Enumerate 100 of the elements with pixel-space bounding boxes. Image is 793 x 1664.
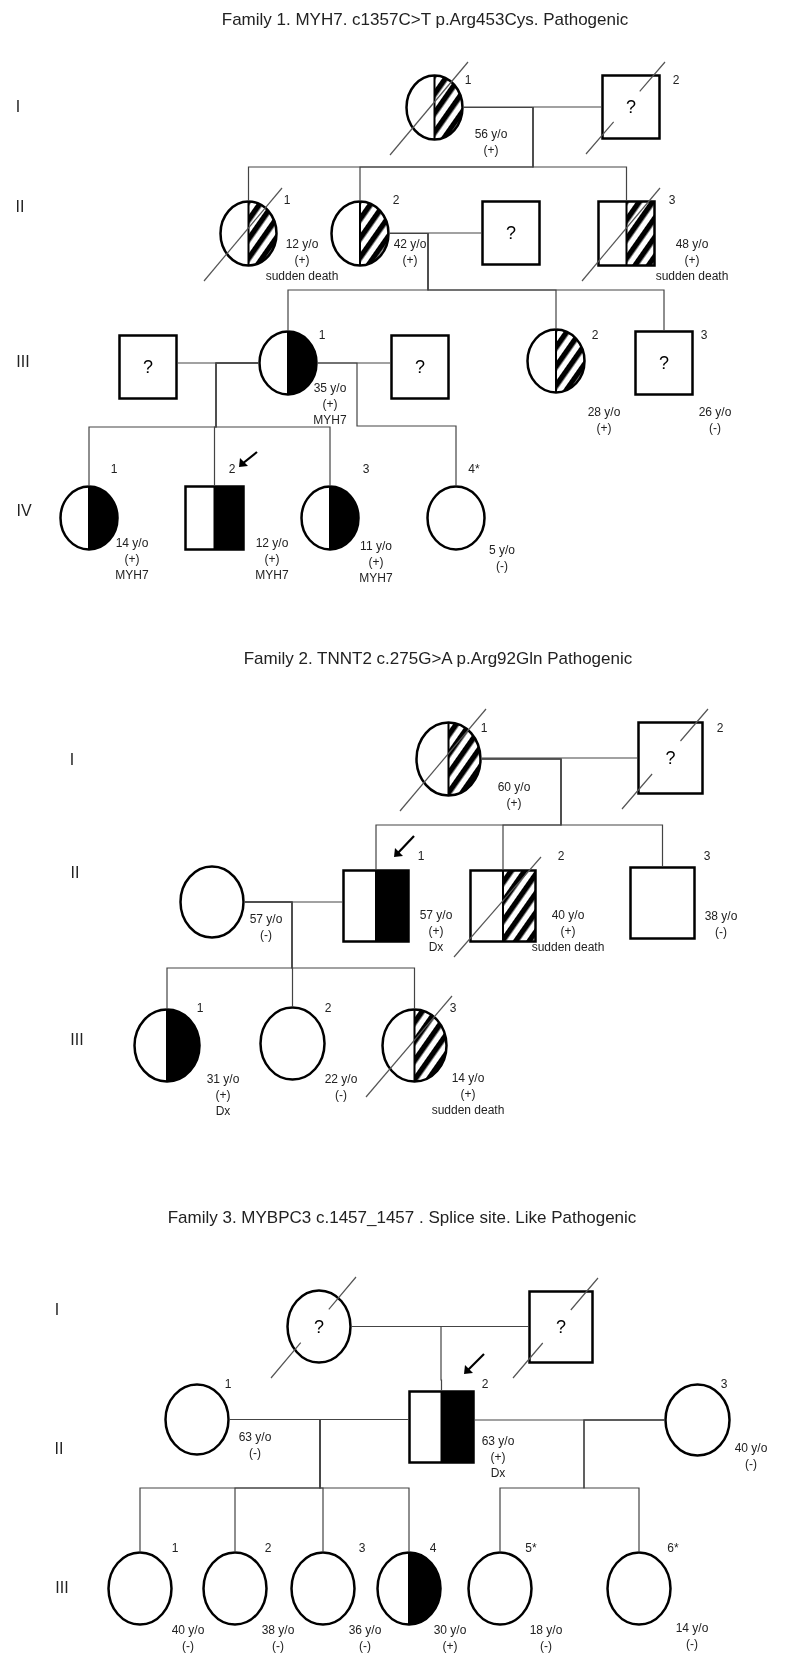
individual-note: 40 y/o	[734, 1440, 768, 1456]
descent-line	[244, 901, 416, 1009]
unknown-mark: ?	[556, 1318, 566, 1336]
pedigree-circle	[202, 1551, 268, 1626]
family-title: Family 2. TNNT2 c.275G>A p.Arg92Gln Pathogenic	[243, 649, 633, 667]
pedigree-circle	[526, 328, 586, 394]
individual-note: (+)	[322, 396, 338, 412]
descent-line	[463, 106, 628, 201]
individual-number: 3	[668, 194, 676, 206]
individual-note: (+)	[560, 923, 576, 939]
unknown-mark: ?	[665, 749, 676, 767]
pedigree-circle	[259, 1006, 326, 1081]
individual-note: (-)	[272, 1638, 284, 1654]
descent-line	[317, 362, 457, 486]
mating-line	[463, 106, 602, 108]
generation-label: I	[69, 752, 75, 768]
individual-note: (-)	[686, 1636, 698, 1652]
individual-number: 1	[110, 463, 118, 475]
individual-number: 1	[224, 1378, 232, 1390]
individual-number: 1	[417, 850, 425, 862]
generation-label: II	[70, 865, 80, 881]
unknown-mark: ?	[314, 1317, 324, 1336]
pedigree-square	[528, 1290, 594, 1364]
pedigree-square	[408, 1390, 475, 1464]
pedigree-circle	[290, 1551, 356, 1626]
pedigree-circle	[330, 200, 390, 267]
pedigree-square	[118, 334, 178, 400]
descent-line	[481, 758, 664, 867]
individual-note: 30 y/o	[433, 1622, 467, 1638]
individual-note: sudden death	[265, 268, 339, 284]
individual-number: 3	[449, 1002, 457, 1014]
individual-note: 14 y/o	[675, 1620, 709, 1636]
individual-note: MYH7	[313, 412, 347, 428]
unknown-mark: ?	[659, 354, 669, 372]
individual-note: 5 y/o	[489, 542, 515, 558]
individual-note: (-)	[335, 1087, 347, 1103]
individual-note: MYH7	[255, 567, 289, 583]
individual-note: 38 y/o	[261, 1622, 295, 1638]
individual-note: Dx	[215, 1103, 231, 1119]
generation-label: IV	[16, 503, 32, 519]
individual-number: 2	[481, 1378, 489, 1390]
individual-note: (+)	[596, 420, 612, 436]
individual-note: (+)	[294, 252, 310, 268]
individual-note: (-)	[249, 1445, 261, 1461]
individual-number: 2	[557, 850, 565, 862]
individual-note: (+)	[442, 1638, 458, 1654]
individual-number: 3	[362, 463, 370, 475]
individual-note: sudden death	[531, 939, 605, 955]
individual-number: 2	[264, 1542, 272, 1554]
individual-note: (+)	[483, 142, 499, 158]
generation-label: I	[15, 99, 21, 115]
individual-number: 1	[196, 1002, 204, 1014]
individual-note: 40 y/o	[171, 1622, 205, 1638]
pedigree-square	[184, 485, 245, 551]
individual-number: 2	[672, 74, 680, 86]
descent-line	[583, 1419, 665, 1552]
descent-line	[215, 362, 331, 486]
pedigree-square	[469, 869, 537, 943]
individual-number: 3	[720, 1378, 728, 1390]
individual-note: 28 y/o	[587, 404, 621, 420]
individual-number: 1	[171, 1542, 179, 1554]
individual-number: 1	[464, 74, 472, 86]
individual-note: (-)	[359, 1638, 371, 1654]
individual-note: Dx	[428, 939, 444, 955]
generation-label: I	[54, 1302, 60, 1318]
individual-note: MYH7	[359, 570, 393, 586]
unknown-mark: ?	[506, 224, 516, 242]
individual-note: 63 y/o	[481, 1433, 515, 1449]
individual-note: 14 y/o	[115, 535, 149, 551]
pedigree-circle	[219, 200, 278, 267]
individual-note: 14 y/o	[451, 1070, 485, 1086]
pedigree-square	[629, 866, 696, 940]
individual-note: (-)	[709, 420, 721, 436]
generation-label: II	[15, 199, 25, 215]
individual-number: 2	[716, 722, 724, 734]
individual-note: MYH7	[115, 567, 149, 583]
individual-number: 4*	[468, 463, 480, 475]
generation-label: III	[70, 1032, 84, 1048]
generation-label: III	[55, 1580, 69, 1596]
individual-note: 22 y/o	[324, 1071, 358, 1087]
individual-number: 2	[228, 463, 236, 475]
individual-note: (+)	[124, 551, 140, 567]
pedigree-square	[637, 721, 704, 795]
unknown-mark: ?	[626, 98, 636, 116]
individual-note: 56 y/o	[474, 126, 508, 142]
individual-note: (+)	[264, 551, 280, 567]
individual-note: 40 y/o	[551, 907, 585, 923]
individual-number: 2	[324, 1002, 332, 1014]
pedigree-square	[597, 200, 656, 267]
individual-note: (+)	[368, 554, 384, 570]
descent-line	[229, 1418, 410, 1552]
individual-note: 38 y/o	[704, 908, 738, 924]
individual-note: Dx	[490, 1465, 506, 1481]
individual-note: 12 y/o	[285, 236, 319, 252]
individual-number: 3	[700, 329, 708, 341]
pedigree-square	[601, 74, 661, 140]
mating-line	[389, 232, 482, 234]
individual-number: 4	[429, 1542, 437, 1554]
pedigree-square	[481, 200, 541, 266]
individual-note: 26 y/o	[698, 404, 732, 420]
